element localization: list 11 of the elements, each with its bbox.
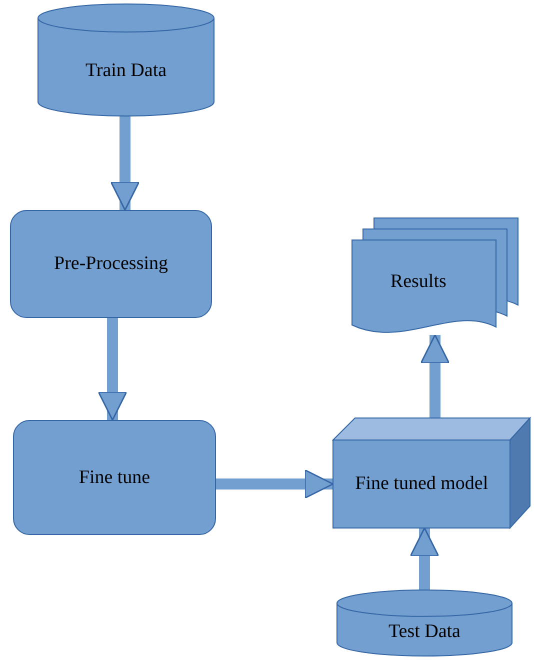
- node-label: Test Data: [388, 620, 460, 643]
- node-label: Fine tuned model: [355, 473, 488, 495]
- arrow: [216, 469, 334, 499]
- arrow: [420, 334, 450, 418]
- arrow: [110, 116, 140, 211]
- node-label: Train Data: [85, 60, 167, 82]
- node-label: Results: [390, 271, 446, 294]
- arrow: [410, 527, 440, 590]
- node-label: Pre-Processing: [54, 253, 168, 275]
- arrow: [98, 318, 128, 421]
- node-label: Fine tune: [78, 466, 150, 488]
